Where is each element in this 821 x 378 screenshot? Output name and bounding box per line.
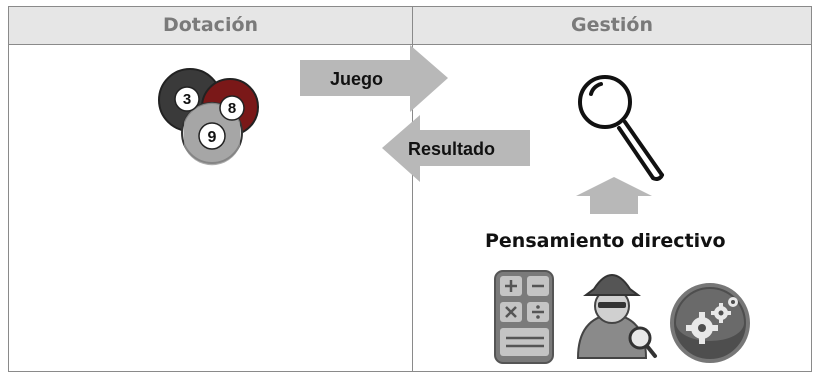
column-header-gestion: Gestión bbox=[571, 14, 653, 36]
subtitle-pensamiento-directivo: Pensamiento directivo bbox=[485, 230, 726, 252]
table-header: Dotación Gestión bbox=[9, 7, 811, 45]
ball-8-label: 8 bbox=[228, 100, 236, 117]
ball-9-label: 9 bbox=[208, 129, 217, 146]
cue-stick-icon bbox=[578, 75, 664, 181]
gears-icon bbox=[670, 283, 750, 363]
column-header-dotacion: Dotación bbox=[162, 14, 259, 36]
juego-label: Juego bbox=[330, 69, 383, 89]
resultado-arrow: Resultado bbox=[382, 115, 530, 182]
diagram-table: Dotación Gestión bbox=[8, 6, 812, 372]
juego-arrow: Juego bbox=[300, 45, 448, 112]
ball-3-label: 3 bbox=[183, 91, 191, 108]
juego-arrow-shape bbox=[300, 45, 448, 112]
billiard-balls-icon: 3 8 9 bbox=[158, 68, 259, 166]
detective-icon bbox=[576, 274, 657, 359]
up-arrow-icon bbox=[576, 177, 652, 214]
resultado-arrow-shape bbox=[382, 115, 530, 182]
calculator-icon bbox=[494, 270, 554, 364]
resultado-label: Resultado bbox=[408, 139, 495, 159]
column-divider bbox=[412, 7, 413, 371]
